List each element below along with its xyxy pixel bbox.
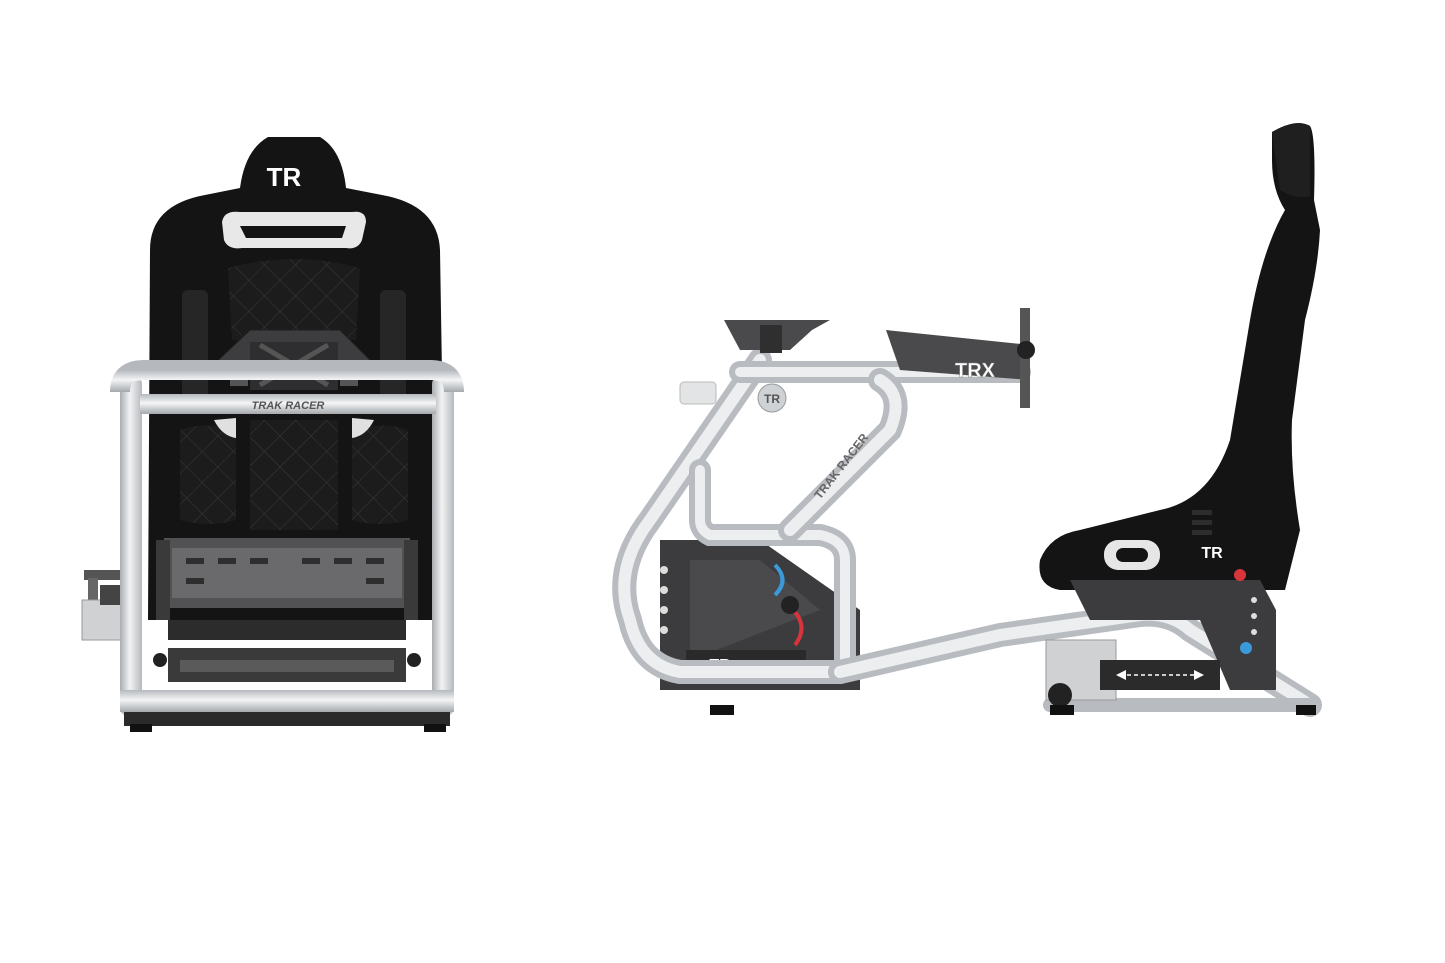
front-view-rig: TR TRAK RACER [81,137,464,732]
round-badge [757,383,787,413]
seat-side-logo: TR [1201,545,1223,562]
model-logo: TRX [955,360,996,382]
side-view-rig: TR TRAK RACER TR [612,123,1322,717]
crossbar-brand-logo: TRAK RACER [252,400,325,412]
side-seat: TR [1039,123,1320,590]
side-seat-bracket [1045,569,1276,707]
shifter-mount-bracket [81,570,130,641]
round-badge-logo: TR [764,392,780,406]
side-feet [710,705,1316,715]
seat-slider-bracket [153,538,421,682]
front-frame: TRAK RACER [110,360,464,732]
headrest-logo: TR [267,162,302,192]
wheel-mount-arm: TRX [679,308,1035,408]
